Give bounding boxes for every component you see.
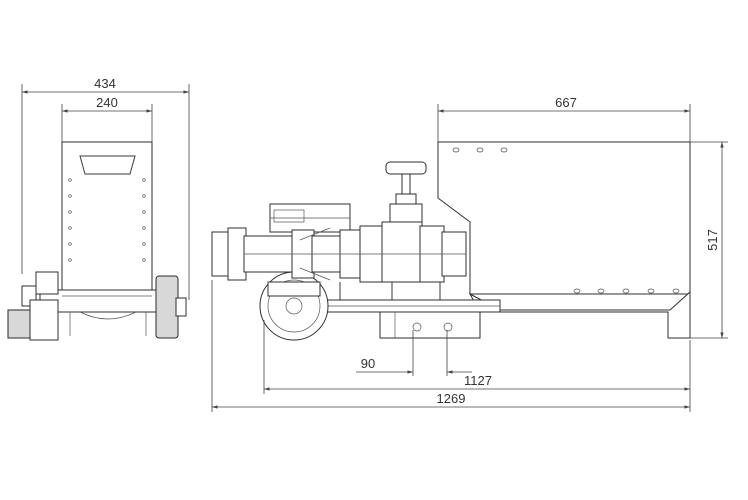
valve-handwheel [385, 161, 427, 223]
hopper-bolts-top [452, 147, 508, 153]
end-view-dimensions: 434 240 [21, 76, 190, 300]
dim-517: 517 [705, 229, 720, 251]
end-view-left-bracket [35, 271, 59, 295]
end-view-handle-slot [79, 155, 136, 175]
dim-240: 240 [96, 95, 118, 110]
hopper-bolts-bottom [573, 288, 680, 294]
end-view-right-wheel [155, 275, 179, 339]
pump-assembly [211, 221, 467, 283]
inlet-flange [211, 231, 231, 277]
front-view-dimensions: 667 517 90 1127 1269 [211, 95, 728, 412]
front-view [211, 141, 691, 341]
valve-body [381, 221, 423, 283]
end-view-bolts [68, 178, 146, 262]
end-view-left-wheel [7, 309, 31, 339]
dim-1269: 1269 [437, 391, 466, 406]
support-box [379, 311, 481, 339]
end-view-body [61, 141, 153, 293]
end-view [7, 141, 187, 341]
dim-90: 90 [361, 356, 375, 371]
dim-434: 434 [94, 76, 116, 91]
hopper [437, 141, 691, 295]
dim-1127: 1127 [464, 373, 492, 388]
end-view-frame [39, 289, 173, 313]
dim-667: 667 [555, 95, 577, 110]
